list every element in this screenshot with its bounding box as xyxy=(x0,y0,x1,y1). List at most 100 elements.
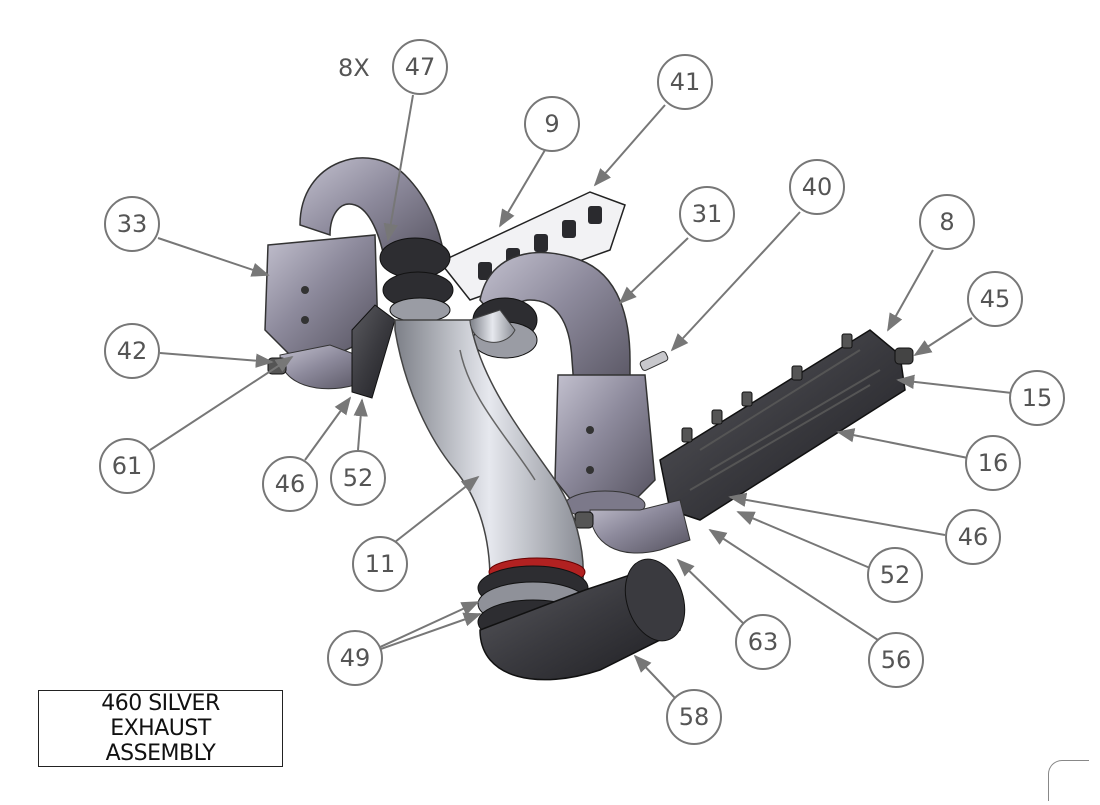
leader-42 xyxy=(159,352,274,368)
callout-balloon-31: 31 xyxy=(679,186,735,242)
callout-balloon-46: 46 xyxy=(945,509,1001,565)
callout-balloon-41: 41 xyxy=(657,54,713,110)
callout-balloon-45: 45 xyxy=(967,271,1023,327)
callout-circle xyxy=(868,632,924,688)
callout-balloon-49: 49 xyxy=(327,630,383,686)
leader-61 xyxy=(149,356,294,451)
callout-circle xyxy=(679,186,735,242)
callout-circle xyxy=(330,450,386,506)
callout-number: 47 xyxy=(405,53,436,81)
leader-16 xyxy=(836,428,969,459)
callout-number: 45 xyxy=(980,285,1011,313)
callout-balloons: 47 9 41 33 31 40 8 45 42 15 61 46 52 16 11 46 52 49 63 56 58 xyxy=(99,39,1065,745)
callout-number: 8 xyxy=(939,208,954,236)
callout-balloon-8: 8 xyxy=(919,194,975,250)
leader-63 xyxy=(676,558,746,626)
leader-9 xyxy=(499,149,546,228)
callout-balloon-47: 47 xyxy=(392,39,448,95)
lower-clamp-and-elbow xyxy=(477,558,686,681)
callout-balloon-52: 52 xyxy=(867,547,923,603)
callout-balloon-40: 40 xyxy=(789,159,845,215)
callout-number: 46 xyxy=(958,523,989,551)
callout-number: 63 xyxy=(748,628,779,656)
callout-number: 49 xyxy=(340,644,371,672)
leader-15 xyxy=(896,374,1013,394)
callout-number: 15 xyxy=(1022,384,1053,412)
callout-balloon-46: 46 xyxy=(262,456,318,512)
callout-balloon-52: 52 xyxy=(330,450,386,506)
callout-number: 40 xyxy=(802,173,833,201)
leader-49-b xyxy=(377,612,482,651)
quantity-note: 8X xyxy=(338,54,370,82)
title-line-3: ASSEMBLY xyxy=(105,741,216,766)
callout-circle xyxy=(392,39,448,95)
callout-circle xyxy=(967,271,1023,327)
callout-number: 58 xyxy=(679,703,710,731)
callout-circle xyxy=(867,547,923,603)
callout-circle xyxy=(327,630,383,686)
leader-46-right xyxy=(728,492,946,536)
leader-49-a xyxy=(377,601,480,649)
callout-balloon-58: 58 xyxy=(666,689,722,745)
leader-52-left xyxy=(353,398,368,451)
callout-number: 52 xyxy=(343,464,374,492)
callout-number: 11 xyxy=(365,550,396,578)
leader-52-right xyxy=(736,511,871,569)
leader-47 xyxy=(383,94,414,242)
callout-circle xyxy=(657,54,713,110)
callout-number: 52 xyxy=(880,561,911,589)
callout-number: 56 xyxy=(881,646,912,674)
title-block: 460 SILVER EXHAUST ASSEMBLY xyxy=(38,690,283,767)
callout-number: 61 xyxy=(112,452,143,480)
callout-circle xyxy=(352,536,408,592)
right-exhaust-manifold xyxy=(659,329,914,521)
callout-circle xyxy=(965,435,1021,491)
leader-33 xyxy=(157,237,270,277)
callout-balloon-9: 9 xyxy=(524,96,580,152)
leader-45 xyxy=(913,317,973,356)
exhaust-assembly-illustration xyxy=(264,157,914,681)
callout-balloon-11: 11 xyxy=(352,536,408,592)
callout-number: 41 xyxy=(670,68,701,96)
callout-number: 42 xyxy=(117,337,148,365)
callout-circle xyxy=(666,689,722,745)
title-line-1: 460 SILVER xyxy=(101,691,220,716)
callout-circle xyxy=(524,96,580,152)
callout-number: 9 xyxy=(544,110,559,138)
left-downpipe xyxy=(299,157,454,323)
leader-40 xyxy=(670,211,801,352)
callout-circle xyxy=(104,323,160,379)
corner-bracket xyxy=(1048,760,1089,801)
left-catalytic-converter xyxy=(264,234,396,399)
leader-41 xyxy=(593,104,666,187)
title-line-2: EXHAUST xyxy=(110,716,211,741)
callout-circle xyxy=(735,614,791,670)
callout-balloon-61: 61 xyxy=(99,438,155,494)
leader-31 xyxy=(618,237,689,305)
leader-lines xyxy=(149,94,1013,699)
leader-56 xyxy=(708,529,879,641)
callout-circle xyxy=(789,159,845,215)
callout-number: 31 xyxy=(692,200,723,228)
callout-circle xyxy=(262,456,318,512)
callout-number: 16 xyxy=(978,449,1009,477)
callout-balloon-16: 16 xyxy=(965,435,1021,491)
leader-11 xyxy=(394,475,480,543)
callout-circle xyxy=(945,509,1001,565)
callout-balloon-63: 63 xyxy=(735,614,791,670)
callout-number: 33 xyxy=(117,210,148,238)
callout-circle xyxy=(99,438,155,494)
callout-balloon-15: 15 xyxy=(1009,370,1065,426)
callout-circle xyxy=(104,196,160,252)
callout-number: 46 xyxy=(275,470,306,498)
callout-balloon-33: 33 xyxy=(104,196,160,252)
callout-circle xyxy=(1009,370,1065,426)
callout-balloon-56: 56 xyxy=(868,632,924,688)
callout-balloon-42: 42 xyxy=(104,323,160,379)
leader-58 xyxy=(633,654,676,699)
callout-circle xyxy=(919,194,975,250)
leader-46-left xyxy=(304,396,352,461)
leader-8 xyxy=(887,249,934,332)
